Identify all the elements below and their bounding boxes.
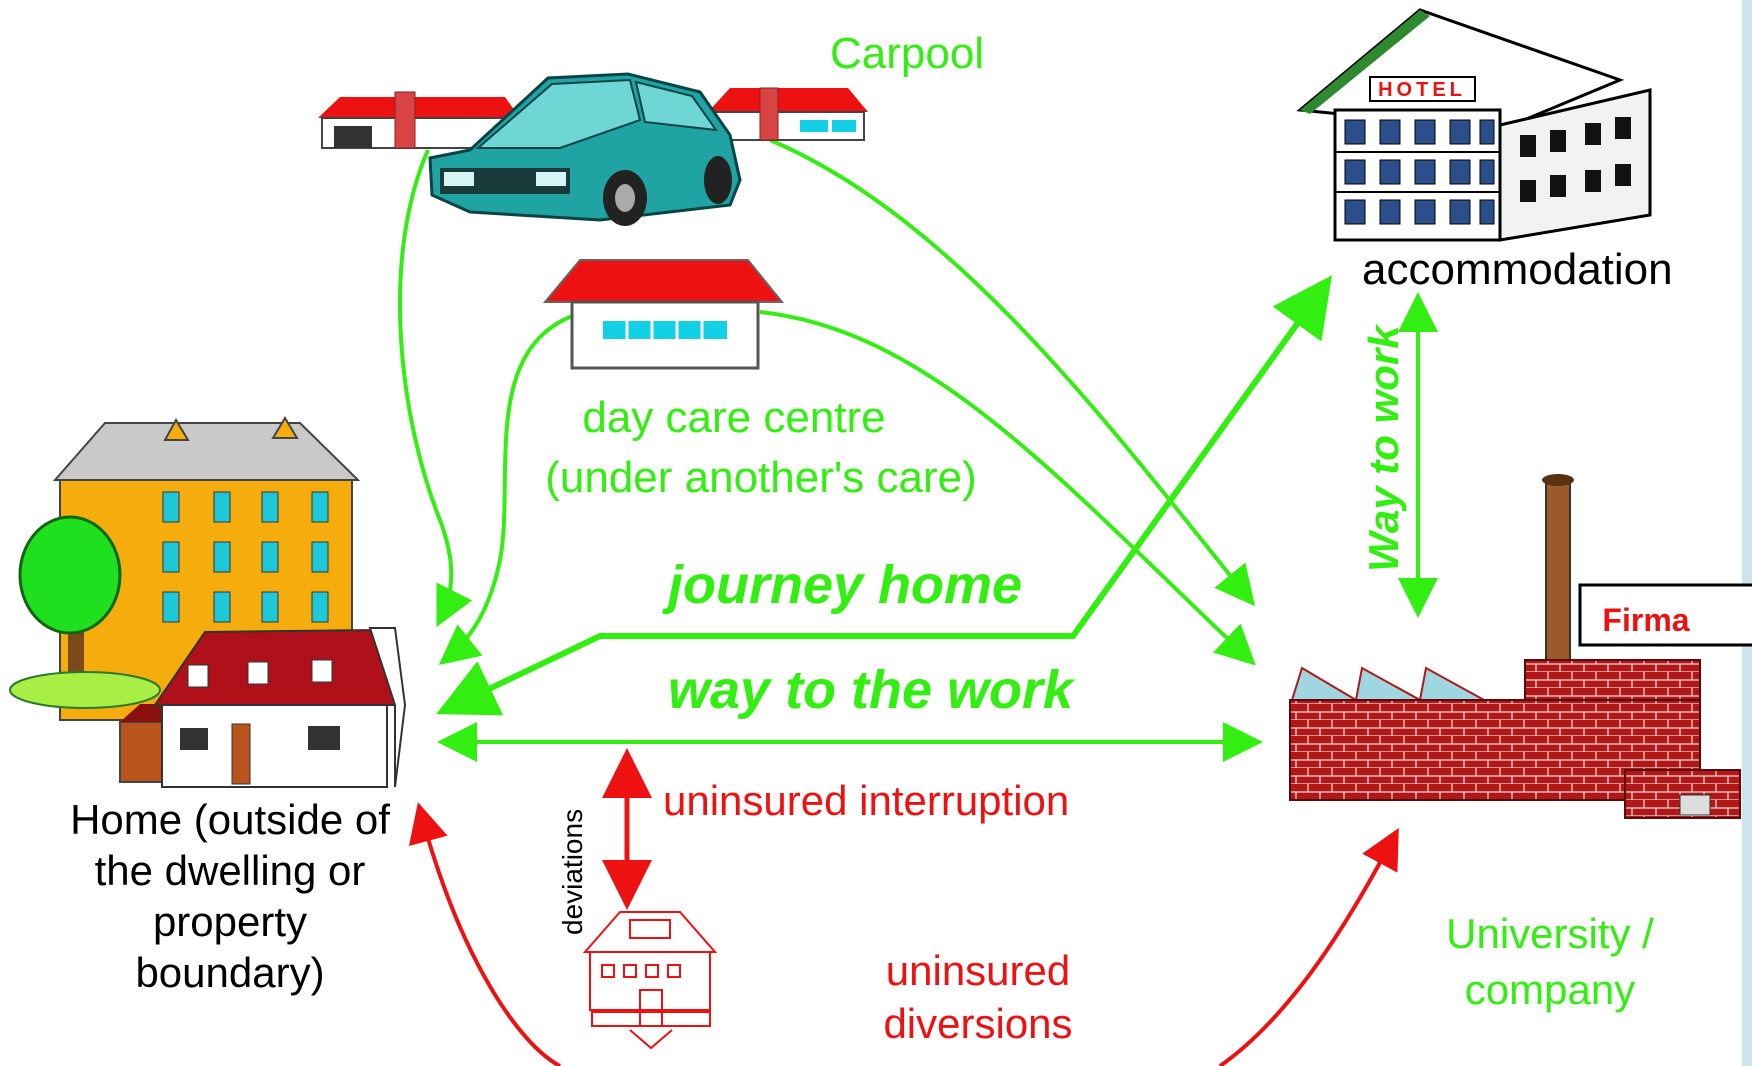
uninsured-interruption-label: uninsured interruption: [663, 777, 1069, 824]
journey-home-label: journey home: [662, 555, 1022, 615]
factory-icon: Firma: [1289, 474, 1752, 819]
way-to-work-label: way to the work: [668, 660, 1076, 720]
arrow-carpool-to-company: [769, 138, 1256, 607]
firma-sign: Firma: [1602, 602, 1689, 638]
accommodation-label: accommodation: [1362, 245, 1673, 294]
carpool-label: Carpool: [830, 29, 984, 78]
home-cottage-icon: [119, 627, 407, 788]
uninsured-diversions-line1: uninsured: [886, 947, 1070, 994]
edge-accent-bar: [1742, 0, 1752, 1066]
hotel-sign: HOTEL: [1378, 79, 1466, 101]
carpool-house-icon: [318, 87, 868, 149]
arrow-journey-home: [436, 275, 1332, 716]
arrows: [397, 138, 1438, 1066]
car-icon: [428, 72, 742, 226]
day-care-icon: [542, 259, 785, 370]
uninsured-diversions-line2: diversions: [883, 1000, 1072, 1047]
arrow-carpool-to-home: [397, 149, 473, 628]
daycare-label-line1: day care centre: [582, 393, 885, 442]
arrow-diversion-company: [1218, 827, 1399, 1066]
home-label-line3: property: [153, 898, 307, 945]
arrow-diversion-home: [408, 802, 561, 1066]
tree-icon: [9, 515, 161, 709]
home-label-line2: the dwelling or: [95, 847, 366, 894]
home-label-line4: boundary): [135, 949, 324, 996]
university-label-line1: University /: [1446, 910, 1654, 957]
university-label-line2: company: [1465, 966, 1635, 1013]
way-to-work-vertical-label: Way to work: [1360, 323, 1407, 572]
deviations-label: deviations: [557, 809, 588, 935]
daycare-label-line2: (under another's care): [545, 453, 977, 502]
home-label-line1: Home (outside of: [70, 796, 390, 843]
diversion-house-icon: [582, 911, 718, 1050]
hotel-icon: HOTEL: [1296, 8, 1652, 242]
